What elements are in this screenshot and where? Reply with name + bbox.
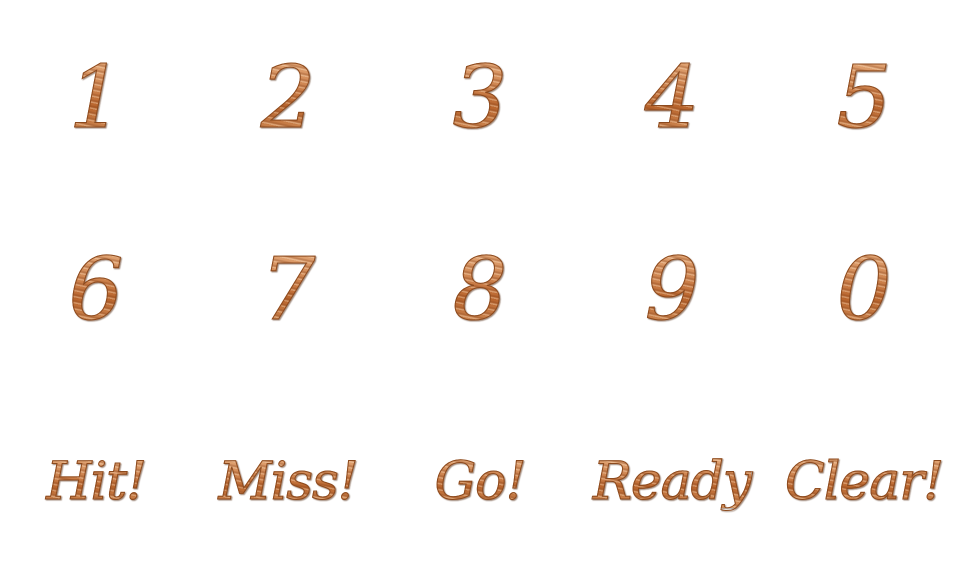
digit-8: 8 (452, 240, 508, 340)
word-clear: Clear! (785, 452, 945, 512)
word-ready: Ready (592, 452, 753, 512)
digit-cell-1: 1 (0, 0, 192, 192)
digit-cell-7: 7 (192, 192, 384, 384)
digit-6: 6 (68, 240, 124, 340)
digit-1: 1 (68, 48, 124, 148)
digit-5: 5 (836, 48, 892, 148)
digit-cell-8: 8 (384, 192, 576, 384)
word-miss: Miss! (218, 452, 359, 512)
digit-3: 3 (452, 48, 508, 148)
digit-4: 4 (644, 48, 700, 148)
word-cell-ready: Ready (576, 384, 768, 576)
word-go: Go! (434, 452, 527, 512)
digit-0: 0 (836, 240, 892, 340)
digit-9: 9 (644, 240, 700, 340)
digit-cell-4: 4 (576, 0, 768, 192)
digit-cell-6: 6 (0, 192, 192, 384)
word-cell-go: Go! (384, 384, 576, 576)
digit-cell-2: 2 (192, 0, 384, 192)
word-cell-miss: Miss! (192, 384, 384, 576)
digit-7: 7 (260, 240, 316, 340)
digit-cell-0: 0 (768, 192, 960, 384)
digit-cell-5: 5 (768, 0, 960, 192)
word-cell-clear: Clear! (768, 384, 960, 576)
digit-2: 2 (260, 48, 316, 148)
word-hit: Hit! (46, 452, 148, 512)
digit-cell-9: 9 (576, 192, 768, 384)
digit-cell-3: 3 (384, 0, 576, 192)
word-cell-hit: Hit! (0, 384, 192, 576)
